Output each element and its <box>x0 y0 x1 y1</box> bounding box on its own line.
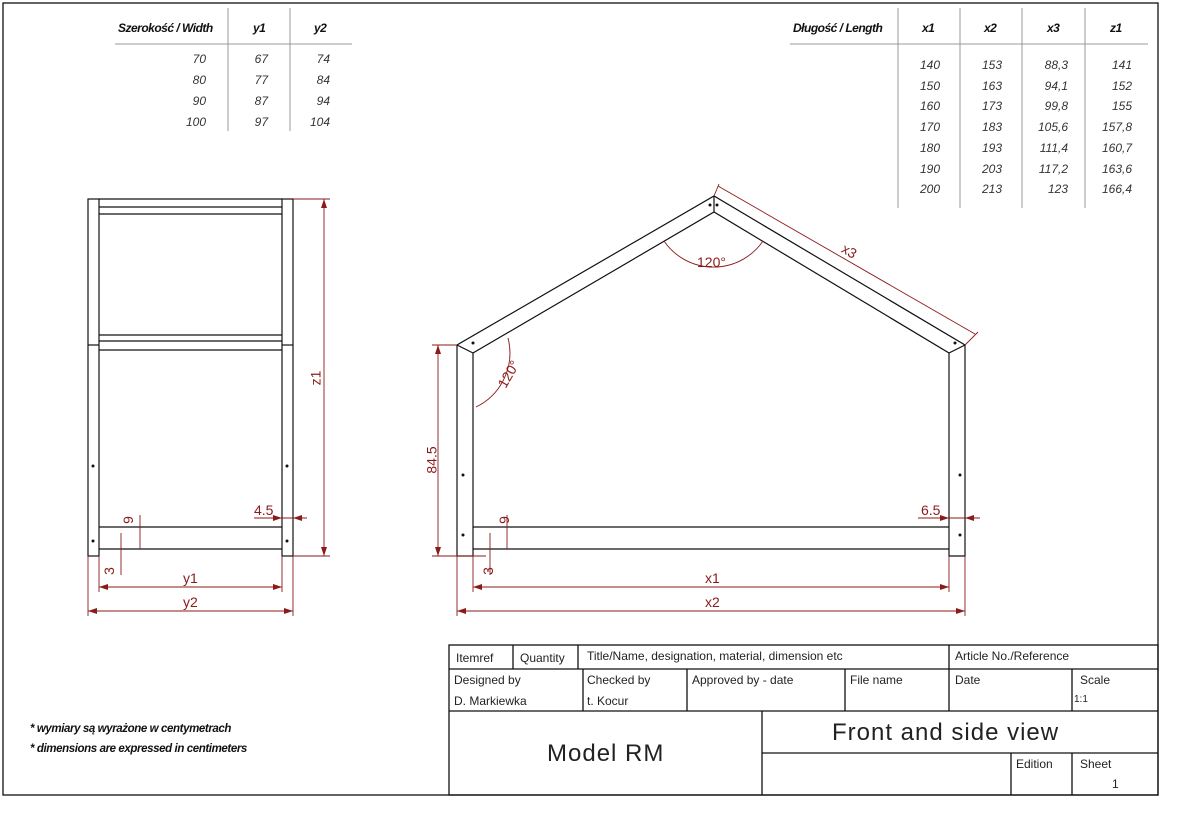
tb-model: Model RM <box>547 740 665 767</box>
dimension-lines <box>87 183 980 616</box>
length-table-cell: 117,2 <box>1038 161 1068 176</box>
length-table-cell: 157,8 <box>1101 120 1132 135</box>
length-table-cell: 140 <box>919 58 940 72</box>
tb-article: Article No./Reference <box>955 649 1070 663</box>
length-table-cell: 150 <box>919 78 940 93</box>
length-table-header: z1 <box>1110 21 1122 35</box>
tb-checked-by: Checked by <box>587 673 651 687</box>
dim-84-5: 84.5 <box>423 446 440 474</box>
length-table-cell: 152 <box>1111 78 1132 93</box>
length-table-cell: 160 <box>919 99 940 114</box>
tb-view-title: Front and side view <box>832 719 1060 746</box>
length-table-cell: 105,6 <box>1037 120 1068 135</box>
length-table-cell: 193 <box>981 140 1002 155</box>
dim-4-5: 4.5 <box>254 502 274 518</box>
length-table-header: x2 <box>984 21 997 35</box>
tb-scale: Scale <box>1080 673 1111 687</box>
length-table-cell: 99,8 <box>1044 99 1068 114</box>
dim-x1: x1 <box>705 570 720 586</box>
width-table-cell: 94 <box>316 94 330 108</box>
length-table-cell: 173 <box>981 99 1002 114</box>
length-table-cell: 180 <box>919 140 940 155</box>
tb-designer: D. Markiewka <box>454 694 527 708</box>
note-en: * dimensions are expressed in centimeter… <box>30 743 247 755</box>
tb-scale-value: 1:1 <box>1074 694 1088 705</box>
length-table-cell: 203 <box>981 161 1002 176</box>
length-table-cell: 213 <box>981 182 1002 197</box>
width-table-header: y1 <box>253 21 266 35</box>
tb-file-name: File name <box>850 673 903 687</box>
dim-3-front: 3 <box>479 567 496 575</box>
length-table-cell: 163,6 <box>1101 161 1132 176</box>
dimension-arrows <box>88 199 974 614</box>
tb-sheet-value: 1 <box>1112 777 1119 791</box>
length-table-cell: 166,4 <box>1101 182 1132 197</box>
length-table-cell: 155 <box>1111 99 1132 114</box>
dim-9-front: 9 <box>495 516 512 524</box>
tb-approved: Approved by - date <box>692 673 794 687</box>
length-table-cell: 88,3 <box>1044 58 1068 72</box>
length-table-cell: 163 <box>981 78 1002 93</box>
width-table-cell: 97 <box>254 115 268 129</box>
screw-marks <box>91 203 962 543</box>
length-table-cell: 170 <box>919 120 940 135</box>
tb-date: Date <box>955 673 981 687</box>
dim-x2: x2 <box>705 594 720 610</box>
width-table-cell: 104 <box>309 115 330 129</box>
length-table-cell: 123 <box>1047 182 1068 197</box>
length-table-cell: 183 <box>981 120 1002 135</box>
dim-y2: y2 <box>183 594 198 610</box>
width-table-cell: 84 <box>316 73 330 87</box>
tb-checker: t. Kocur <box>587 694 629 708</box>
length-table-header: x1 <box>922 21 935 35</box>
table-lines <box>115 8 1148 208</box>
width-table-cell: 100 <box>185 115 206 129</box>
side-view <box>87 198 294 557</box>
length-table-cell: 153 <box>981 58 1002 72</box>
width-table-cell: 74 <box>316 52 330 66</box>
tb-title-label: Title/Name, designation, material, dimen… <box>587 649 843 663</box>
width-table-cell: 67 <box>254 52 268 66</box>
tb-itemref: Itemref <box>456 651 494 665</box>
length-table-cell: 160,7 <box>1101 140 1132 155</box>
width-table-cell: 90 <box>192 94 206 108</box>
width-table-cell: 87 <box>254 94 268 108</box>
dim-3-side: 3 <box>100 567 117 575</box>
width-table-cell: 70 <box>192 52 206 66</box>
dim-y1: y1 <box>183 570 198 586</box>
length-table-cell: 141 <box>1111 58 1132 72</box>
width-table-header: y2 <box>314 21 327 35</box>
length-table-cell: 200 <box>919 182 940 197</box>
title-block-lines <box>448 644 1159 796</box>
width-table-cell: 80 <box>192 73 206 87</box>
length-table-header: x3 <box>1047 21 1060 35</box>
length-table-cell: 111,4 <box>1039 140 1068 155</box>
width-table-cell: 77 <box>254 73 268 87</box>
dim-z1: z1 <box>307 370 324 386</box>
dim-6-5: 6.5 <box>921 502 941 518</box>
tb-sheet: Sheet <box>1080 757 1112 771</box>
tb-edition: Edition <box>1016 757 1053 771</box>
tb-quantity: Quantity <box>520 651 565 665</box>
dim-9-side: 9 <box>119 516 136 524</box>
length-table-cell: 94,1 <box>1044 78 1068 93</box>
angle-top: 120° <box>697 254 726 270</box>
width-table-header: Szerokość / Width <box>118 21 213 35</box>
front-view <box>456 195 966 557</box>
note-pl: * wymiary są wyrażone w centymetrach <box>30 723 232 735</box>
length-table-header: Długość / Length <box>793 21 883 35</box>
tb-designed-by: Designed by <box>454 673 521 687</box>
length-table-cell: 190 <box>919 161 940 176</box>
